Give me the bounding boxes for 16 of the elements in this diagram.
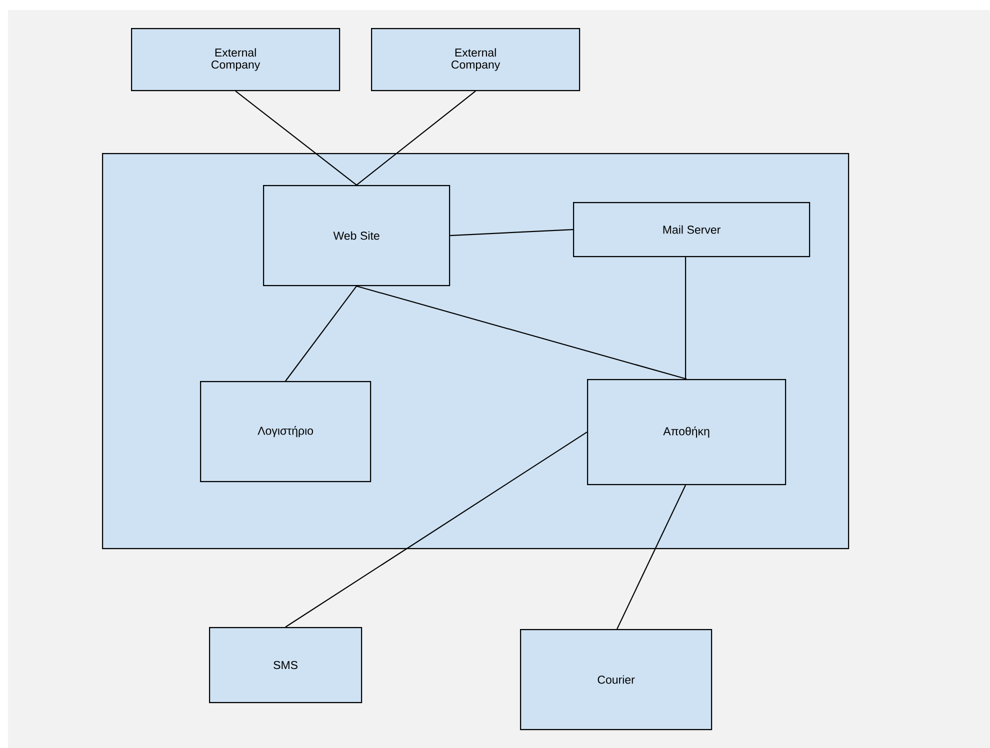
process-box: Courier	[520, 629, 712, 730]
connector-line	[356, 90, 476, 186]
connector-line	[685, 257, 686, 379]
process-box: Web Site	[263, 185, 450, 286]
connector-line	[450, 229, 574, 236]
connector-line	[285, 432, 588, 628]
connector-line	[285, 286, 357, 382]
process-box: Mail Server	[573, 202, 810, 258]
process-box: Αποθήκη	[587, 379, 786, 486]
process-box: SMS	[209, 627, 362, 704]
connector-line	[235, 90, 357, 186]
process-box: Λογιστήριο	[200, 381, 372, 482]
connector-line	[356, 286, 687, 380]
process-box: External Company	[131, 28, 340, 92]
connector-line	[616, 484, 686, 630]
process-box: External Company	[371, 28, 580, 92]
